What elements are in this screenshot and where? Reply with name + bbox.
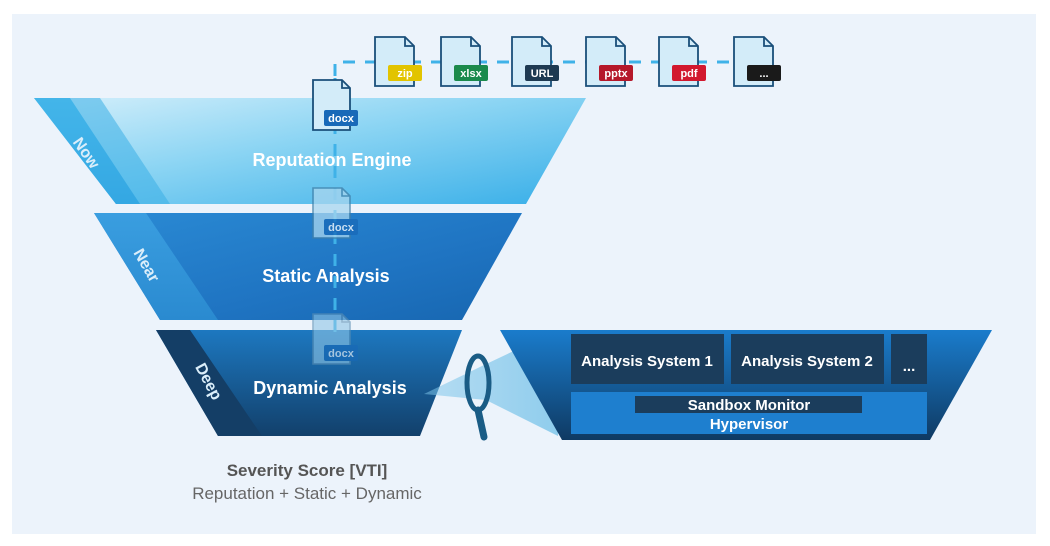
file-icon-fold <box>688 37 698 47</box>
analysis-system-2-label: Analysis System 2 <box>741 353 873 370</box>
file-tag-label: zip <box>397 68 413 80</box>
docx-tag <box>324 219 358 235</box>
file-icon-url: URL <box>511 36 559 87</box>
layer-dynamic: Deep Dynamic Analysis <box>156 330 462 436</box>
docx-tag <box>324 110 358 126</box>
severity-score-title: Severity Score [VTI] <box>227 461 388 480</box>
analysis-system-more-box <box>891 334 927 384</box>
layer-reputation-edge <box>34 98 170 204</box>
file-tag-label: pdf <box>680 68 697 80</box>
hypervisor-label: Hypervisor <box>710 416 789 433</box>
file-tag-label: xlsx <box>460 68 482 80</box>
layer-static: Near Static Analysis <box>94 213 522 320</box>
file-icon-fold <box>541 37 551 47</box>
layer-reputation: Now Reputation Engine <box>34 98 586 204</box>
docx-tag <box>324 345 358 361</box>
file-type-row: zip xlsx URL pptx pdf <box>374 36 781 87</box>
layer-static-side <box>94 213 218 320</box>
docx-tag-label: docx <box>328 222 355 234</box>
file-icon-pptx: pptx <box>585 36 633 87</box>
file-tag-label: ... <box>759 68 768 80</box>
file-icon-more: ... <box>733 36 781 87</box>
file-icon-pdf: pdf <box>658 36 706 87</box>
file-icon-fold <box>341 188 350 197</box>
file-tag-label: pptx <box>604 68 628 80</box>
file-tag-url <box>525 65 559 81</box>
analysis-system-1-box <box>571 334 724 384</box>
sandbox-panel: Analysis System 1 Analysis System 2 ... … <box>500 330 992 440</box>
file-icon-fold <box>341 314 350 323</box>
file-icon-fold <box>763 37 773 47</box>
layer-title-static-analysis: Static Analysis <box>262 266 389 286</box>
analysis-system-more-label: ... <box>903 358 916 375</box>
file-tag-pdf <box>672 65 706 81</box>
magnifier-handle <box>474 406 488 441</box>
sandbox-monitor-box <box>635 396 862 413</box>
layer-title-dynamic-analysis: Dynamic Analysis <box>253 378 406 398</box>
docx-file-dynamic: docx <box>312 313 358 365</box>
analysis-system-1-label: Analysis System 1 <box>581 353 713 370</box>
docx-tag-label: docx <box>328 348 355 360</box>
docx-file-static: docx <box>312 187 358 239</box>
layer-title-reputation-engine: Reputation Engine <box>253 150 412 170</box>
file-flow-dashed-line <box>333 60 765 76</box>
sandbox-monitor-label: Sandbox Monitor <box>688 397 811 414</box>
file-icon-fold <box>341 80 350 89</box>
file-icon-zip: zip <box>374 36 422 87</box>
file-tag-label: URL <box>531 68 554 80</box>
docx-file-reputation: docx <box>312 79 358 131</box>
layer-static-band <box>94 213 522 320</box>
file-tag-xlsx <box>454 65 488 81</box>
magnifier-icon <box>464 353 492 441</box>
docx-tag-label: docx <box>328 113 355 125</box>
severity-score-subtitle: Reputation + Static + Dynamic <box>192 484 422 503</box>
file-tag-pptx <box>599 65 633 81</box>
file-icon-xlsx: xlsx <box>440 36 488 87</box>
file-tag-zip <box>388 65 422 81</box>
file-icon-fold <box>615 37 625 47</box>
file-tag-more <box>747 65 781 81</box>
analysis-system-2-box <box>731 334 884 384</box>
layer-reputation-band <box>34 98 586 204</box>
file-icon-fold <box>404 37 414 47</box>
file-icon-fold <box>470 37 480 47</box>
layer-dynamic-side <box>156 330 262 436</box>
